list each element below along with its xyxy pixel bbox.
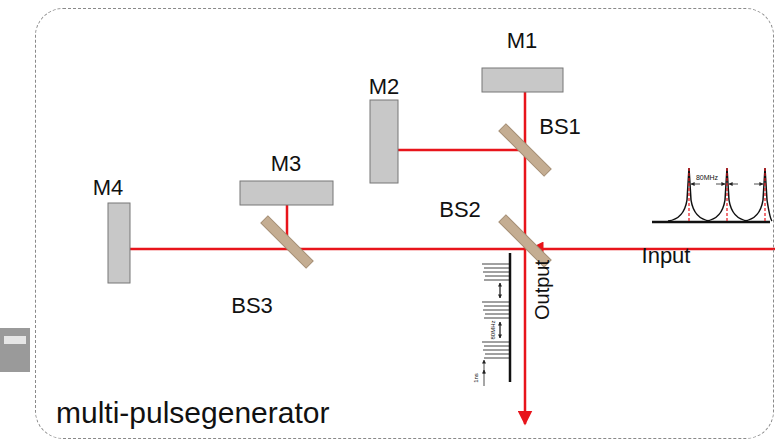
laser-beams xyxy=(130,92,775,424)
component-label: M1 xyxy=(507,30,538,52)
component-label: BS3 xyxy=(231,295,273,317)
component-label: BS2 xyxy=(439,199,481,221)
dashed-enclosure: multi-pulsegenerator xyxy=(35,8,774,439)
timing-label: 80MHz xyxy=(490,320,496,339)
module-title: multi-pulsegenerator xyxy=(56,396,329,430)
port-label: Output xyxy=(532,260,552,320)
component-label: BS1 xyxy=(539,116,581,138)
beam-splitter xyxy=(261,216,313,268)
mirror xyxy=(108,203,130,283)
port-label: Input xyxy=(642,245,691,267)
component-label: M3 xyxy=(271,153,302,175)
photo-fragment xyxy=(4,336,26,344)
output-pulse-bursts xyxy=(482,253,510,386)
mirror xyxy=(370,100,398,183)
component-label: M4 xyxy=(93,177,124,199)
timing-label: 80MHz xyxy=(696,174,718,181)
mirror xyxy=(240,181,333,205)
beam-splitters xyxy=(261,124,551,268)
input-pulse-train xyxy=(652,168,772,222)
component-label: M2 xyxy=(369,76,400,98)
beam-splitter xyxy=(499,215,551,267)
timing-label: 1ns xyxy=(473,373,479,383)
photo-fragment xyxy=(0,328,30,372)
mirrors xyxy=(108,68,563,283)
mirror xyxy=(482,68,563,92)
